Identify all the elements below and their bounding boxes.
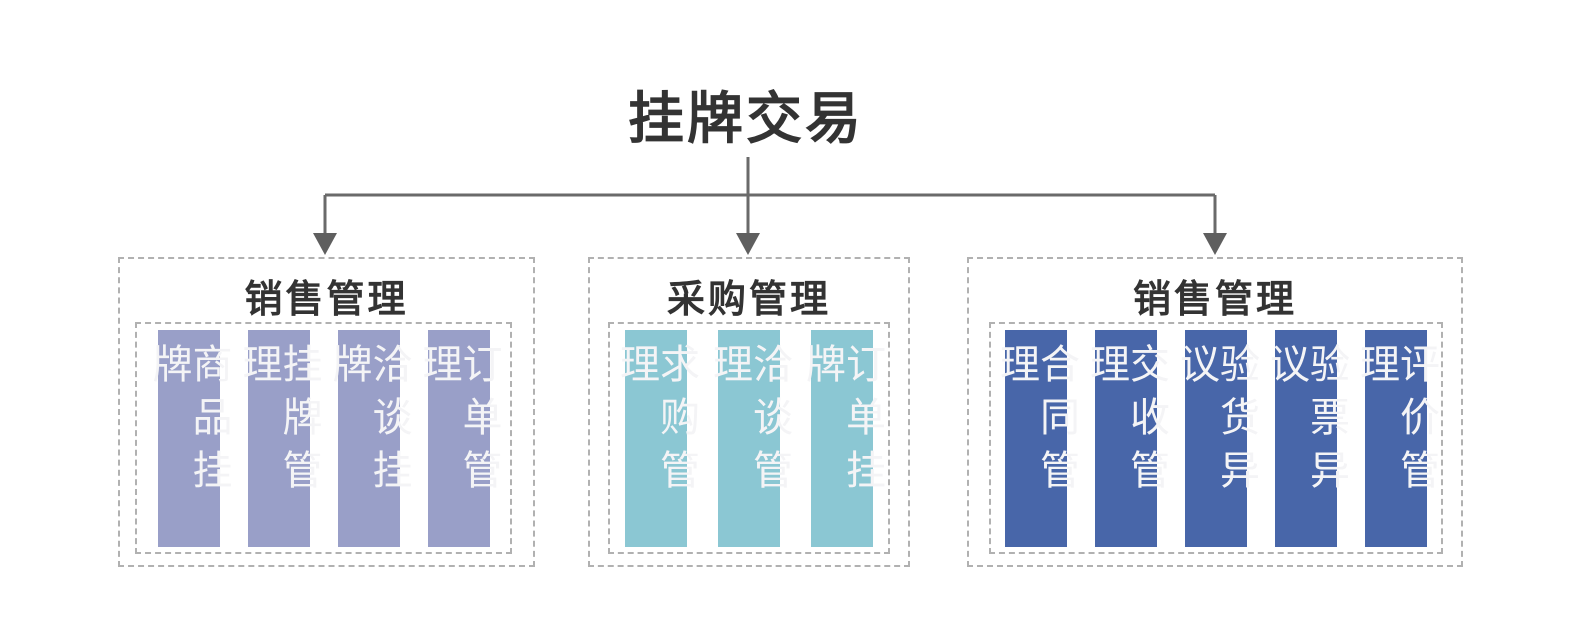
module-label: 交收管理 bbox=[1084, 342, 1168, 502]
module-bar: 验票异议 bbox=[1264, 329, 1348, 547]
group-modules-container: 求购管理 洽谈管理 订单挂牌 bbox=[608, 322, 890, 554]
arrowhead-middle-icon bbox=[736, 233, 760, 255]
module-bar: 洽谈挂牌 bbox=[327, 329, 411, 547]
module-label: 评价管理 bbox=[1354, 342, 1438, 502]
module-label: 洽谈管理 bbox=[707, 342, 791, 502]
module-bar: 合同管理 bbox=[994, 329, 1078, 547]
module-bar: 挂牌管理 bbox=[237, 329, 321, 547]
group-header: 采购管理 bbox=[666, 279, 831, 321]
module-bar: 订单管理 bbox=[417, 329, 501, 547]
group-header: 销售管理 bbox=[244, 279, 409, 321]
module-bar: 验货异议 bbox=[1174, 329, 1258, 547]
group-modules-container: 合同管理 交收管理 验货异议 验票异议 评价管理 bbox=[989, 322, 1443, 554]
arrowhead-left-icon bbox=[313, 233, 337, 255]
group-sales-management-2: 销售管理 合同管理 交收管理 验货异议 验票异议 评价管理 bbox=[967, 257, 1463, 567]
module-bar: 洽谈管理 bbox=[707, 329, 791, 547]
module-label: 洽谈挂牌 bbox=[326, 342, 411, 502]
module-label: 求购管理 bbox=[614, 342, 698, 502]
module-label: 商品挂牌 bbox=[146, 342, 231, 502]
module-bar: 交收管理 bbox=[1084, 329, 1168, 547]
arrowhead-right-icon bbox=[1203, 233, 1227, 255]
module-bar: 订单挂牌 bbox=[800, 329, 884, 547]
module-label: 验货异议 bbox=[1174, 342, 1258, 502]
diagram-title: 挂牌交易 bbox=[628, 87, 864, 150]
group-modules-container: 商品挂牌 挂牌管理 洽谈挂牌 订单管理 bbox=[135, 322, 512, 554]
group-procurement-management: 采购管理 求购管理 洽谈管理 订单挂牌 bbox=[588, 257, 910, 567]
module-label: 合同管理 bbox=[994, 342, 1078, 502]
group-header: 销售管理 bbox=[1132, 279, 1297, 321]
module-bar: 评价管理 bbox=[1354, 329, 1438, 547]
module-label: 挂牌管理 bbox=[236, 342, 321, 502]
module-label: 验票异议 bbox=[1264, 342, 1348, 502]
module-bar: 求购管理 bbox=[614, 329, 698, 547]
module-bar: 商品挂牌 bbox=[147, 329, 231, 547]
module-label: 订单管理 bbox=[416, 342, 501, 502]
module-label: 订单挂牌 bbox=[800, 342, 884, 502]
group-sales-management: 销售管理 商品挂牌 挂牌管理 洽谈挂牌 订单管理 bbox=[118, 257, 535, 567]
